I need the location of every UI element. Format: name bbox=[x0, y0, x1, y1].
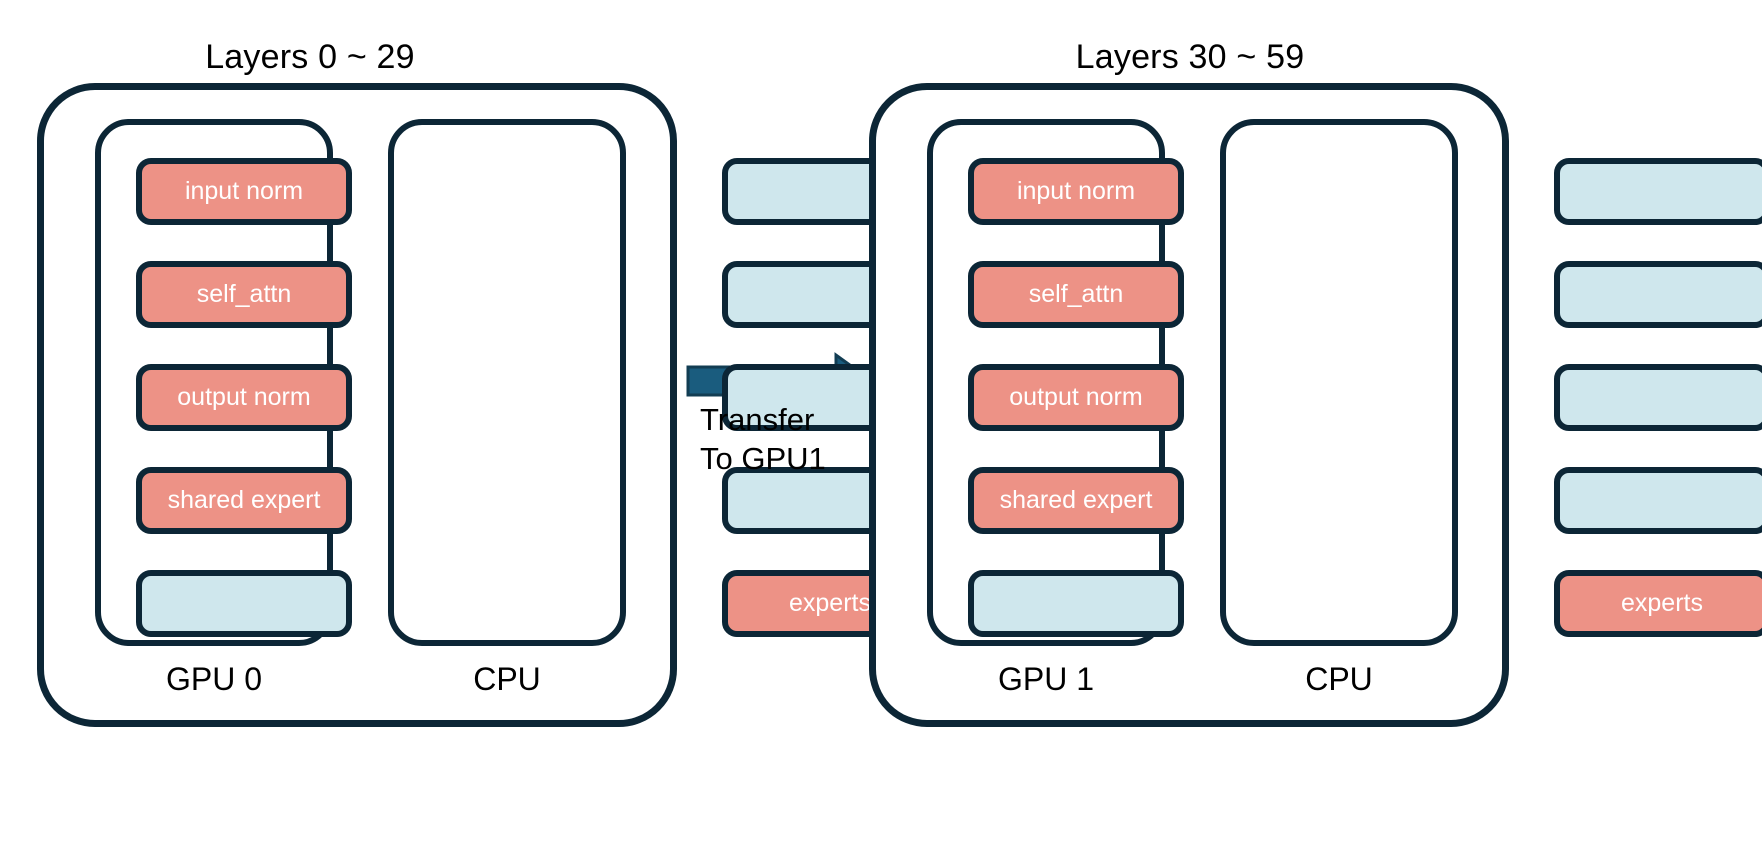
device-group-right: input norm self_attn output norm shared … bbox=[869, 83, 1762, 727]
gpu-slot-output-norm[interactable]: output norm bbox=[136, 364, 352, 431]
device-label-cpu-left: CPU bbox=[473, 661, 541, 697]
gpu-slot-output-norm[interactable]: output norm bbox=[968, 364, 1184, 431]
cpu-slot-4[interactable] bbox=[1554, 467, 1762, 534]
cpu-slot-2[interactable] bbox=[1554, 261, 1762, 328]
cpu-slot-3[interactable] bbox=[1554, 364, 1762, 431]
gpu-slot-self-attn[interactable]: self_attn bbox=[968, 261, 1184, 328]
device-group-left: input norm self_attn output norm shared … bbox=[37, 83, 938, 727]
transfer-label-line1: Transfer bbox=[700, 402, 815, 437]
cpu-column-left[interactable]: experts bbox=[388, 119, 938, 646]
cpu-slot-experts[interactable]: experts bbox=[1554, 570, 1762, 637]
group-title-right: Layers 30 ~ 59 bbox=[1075, 38, 1305, 76]
gpu-slot-input-norm[interactable]: input norm bbox=[136, 158, 352, 225]
gpu-slot-empty[interactable] bbox=[136, 570, 352, 637]
device-label-gpu0: GPU 0 bbox=[165, 661, 263, 697]
cpu-slot-1[interactable] bbox=[1554, 158, 1762, 225]
gpu-slot-shared-expert[interactable]: shared expert bbox=[968, 467, 1184, 534]
gpu-slot-input-norm[interactable]: input norm bbox=[968, 158, 1184, 225]
device-label-cpu-right: CPU bbox=[1305, 661, 1373, 697]
transfer-label-line2: To GPU1 bbox=[700, 440, 826, 476]
cpu-column-right[interactable]: experts bbox=[1220, 119, 1762, 646]
device-label-gpu1: GPU 1 bbox=[997, 661, 1095, 697]
gpu-column-left[interactable]: input norm self_attn output norm shared … bbox=[95, 119, 352, 646]
gpu-slot-shared-expert[interactable]: shared expert bbox=[136, 467, 352, 534]
group-title-left: Layers 0 ~ 29 bbox=[205, 38, 415, 76]
gpu-slot-empty[interactable] bbox=[968, 570, 1184, 637]
gpu-column-right[interactable]: input norm self_attn output norm shared … bbox=[927, 119, 1184, 646]
gpu-slot-self-attn[interactable]: self_attn bbox=[136, 261, 352, 328]
transfer-label: Transfer To GPU1 bbox=[700, 401, 826, 479]
